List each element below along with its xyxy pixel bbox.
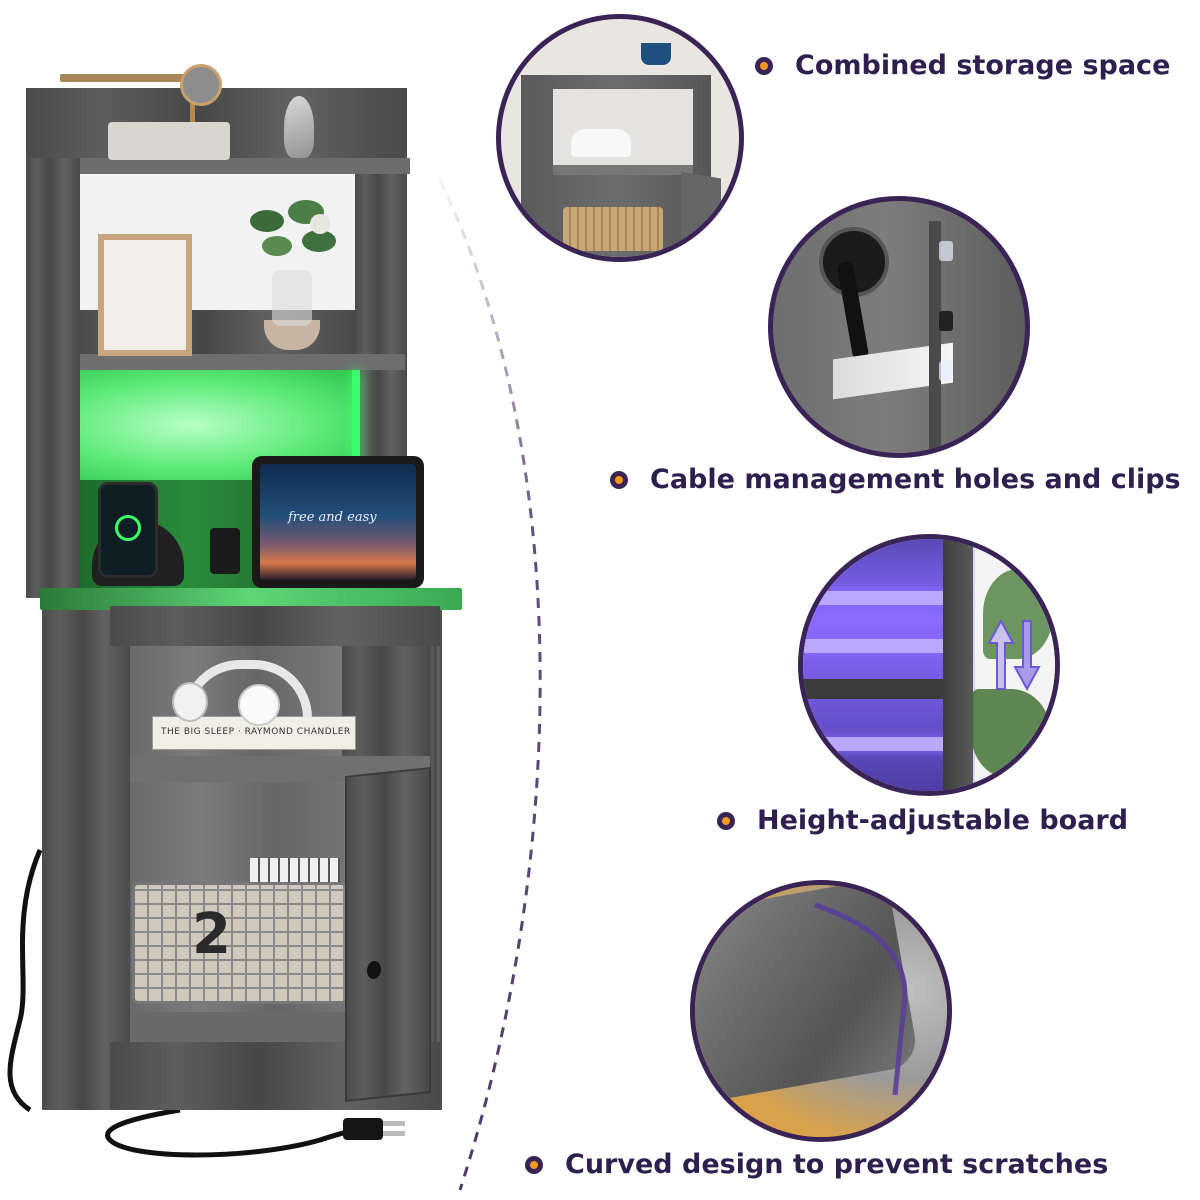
curved-edge-highlight bbox=[814, 902, 908, 1096]
power-outlet bbox=[210, 528, 240, 574]
charging-icon bbox=[115, 515, 141, 541]
power-cord bbox=[7, 849, 405, 1158]
picture-frame bbox=[98, 234, 192, 356]
product-photo: free and easy THE BIG SLEEP · RAYMOND CH… bbox=[0, 0, 480, 1200]
door-knob[interactable] bbox=[367, 960, 381, 980]
book-spine-text: THE BIG SLEEP · RAYMOND CHANDLER bbox=[161, 727, 351, 737]
cabinet-door[interactable] bbox=[345, 766, 431, 1102]
bullet-icon bbox=[755, 56, 773, 75]
round-mirror bbox=[180, 64, 222, 106]
feature-label-height-adjustable: Height-adjustable board bbox=[717, 805, 1128, 836]
bullet-icon bbox=[717, 811, 735, 830]
cabinet-niche-right bbox=[342, 646, 430, 756]
hutch-mid-shelf bbox=[80, 354, 405, 370]
desk-surface bbox=[40, 588, 462, 610]
bullet-icon bbox=[610, 470, 628, 489]
cable-clip bbox=[939, 361, 953, 381]
cable-clip bbox=[939, 241, 953, 261]
feature-curved-design-photo bbox=[690, 880, 952, 1142]
hutch-top-shelf bbox=[80, 158, 410, 174]
feature-label-cable-management: Cable management holes and clips bbox=[610, 464, 1181, 495]
storage-basket: 2 bbox=[132, 858, 348, 1008]
headphones bbox=[172, 660, 322, 726]
jewelry-box bbox=[108, 122, 230, 160]
cabinet-top bbox=[110, 606, 440, 646]
tray bbox=[60, 74, 210, 82]
feature-label-curved-design: Curved design to prevent scratches bbox=[525, 1149, 1108, 1180]
up-down-arrows-icon bbox=[987, 618, 1041, 692]
hutch-left-panel bbox=[26, 88, 80, 598]
phone bbox=[98, 482, 158, 578]
feature-combined-storage-photo bbox=[496, 14, 744, 262]
bullet-icon bbox=[525, 1155, 543, 1174]
cabinet-right-side bbox=[430, 610, 442, 1110]
potted-plant bbox=[240, 200, 340, 350]
tablet: free and easy bbox=[252, 456, 424, 588]
cable-clip bbox=[939, 311, 953, 331]
feature-label-combined-storage: Combined storage space bbox=[755, 50, 1170, 81]
plug bbox=[343, 1118, 383, 1140]
basket-number: 2 bbox=[192, 902, 231, 967]
dashed-divider bbox=[438, 179, 542, 1191]
feature-height-adjustable-photo bbox=[798, 534, 1060, 796]
feature-cable-management-photo bbox=[768, 196, 1030, 458]
tablet-wallpaper-text: free and easy bbox=[288, 510, 377, 525]
cabinet-left-side bbox=[42, 610, 132, 1110]
glass-vase bbox=[284, 96, 314, 158]
